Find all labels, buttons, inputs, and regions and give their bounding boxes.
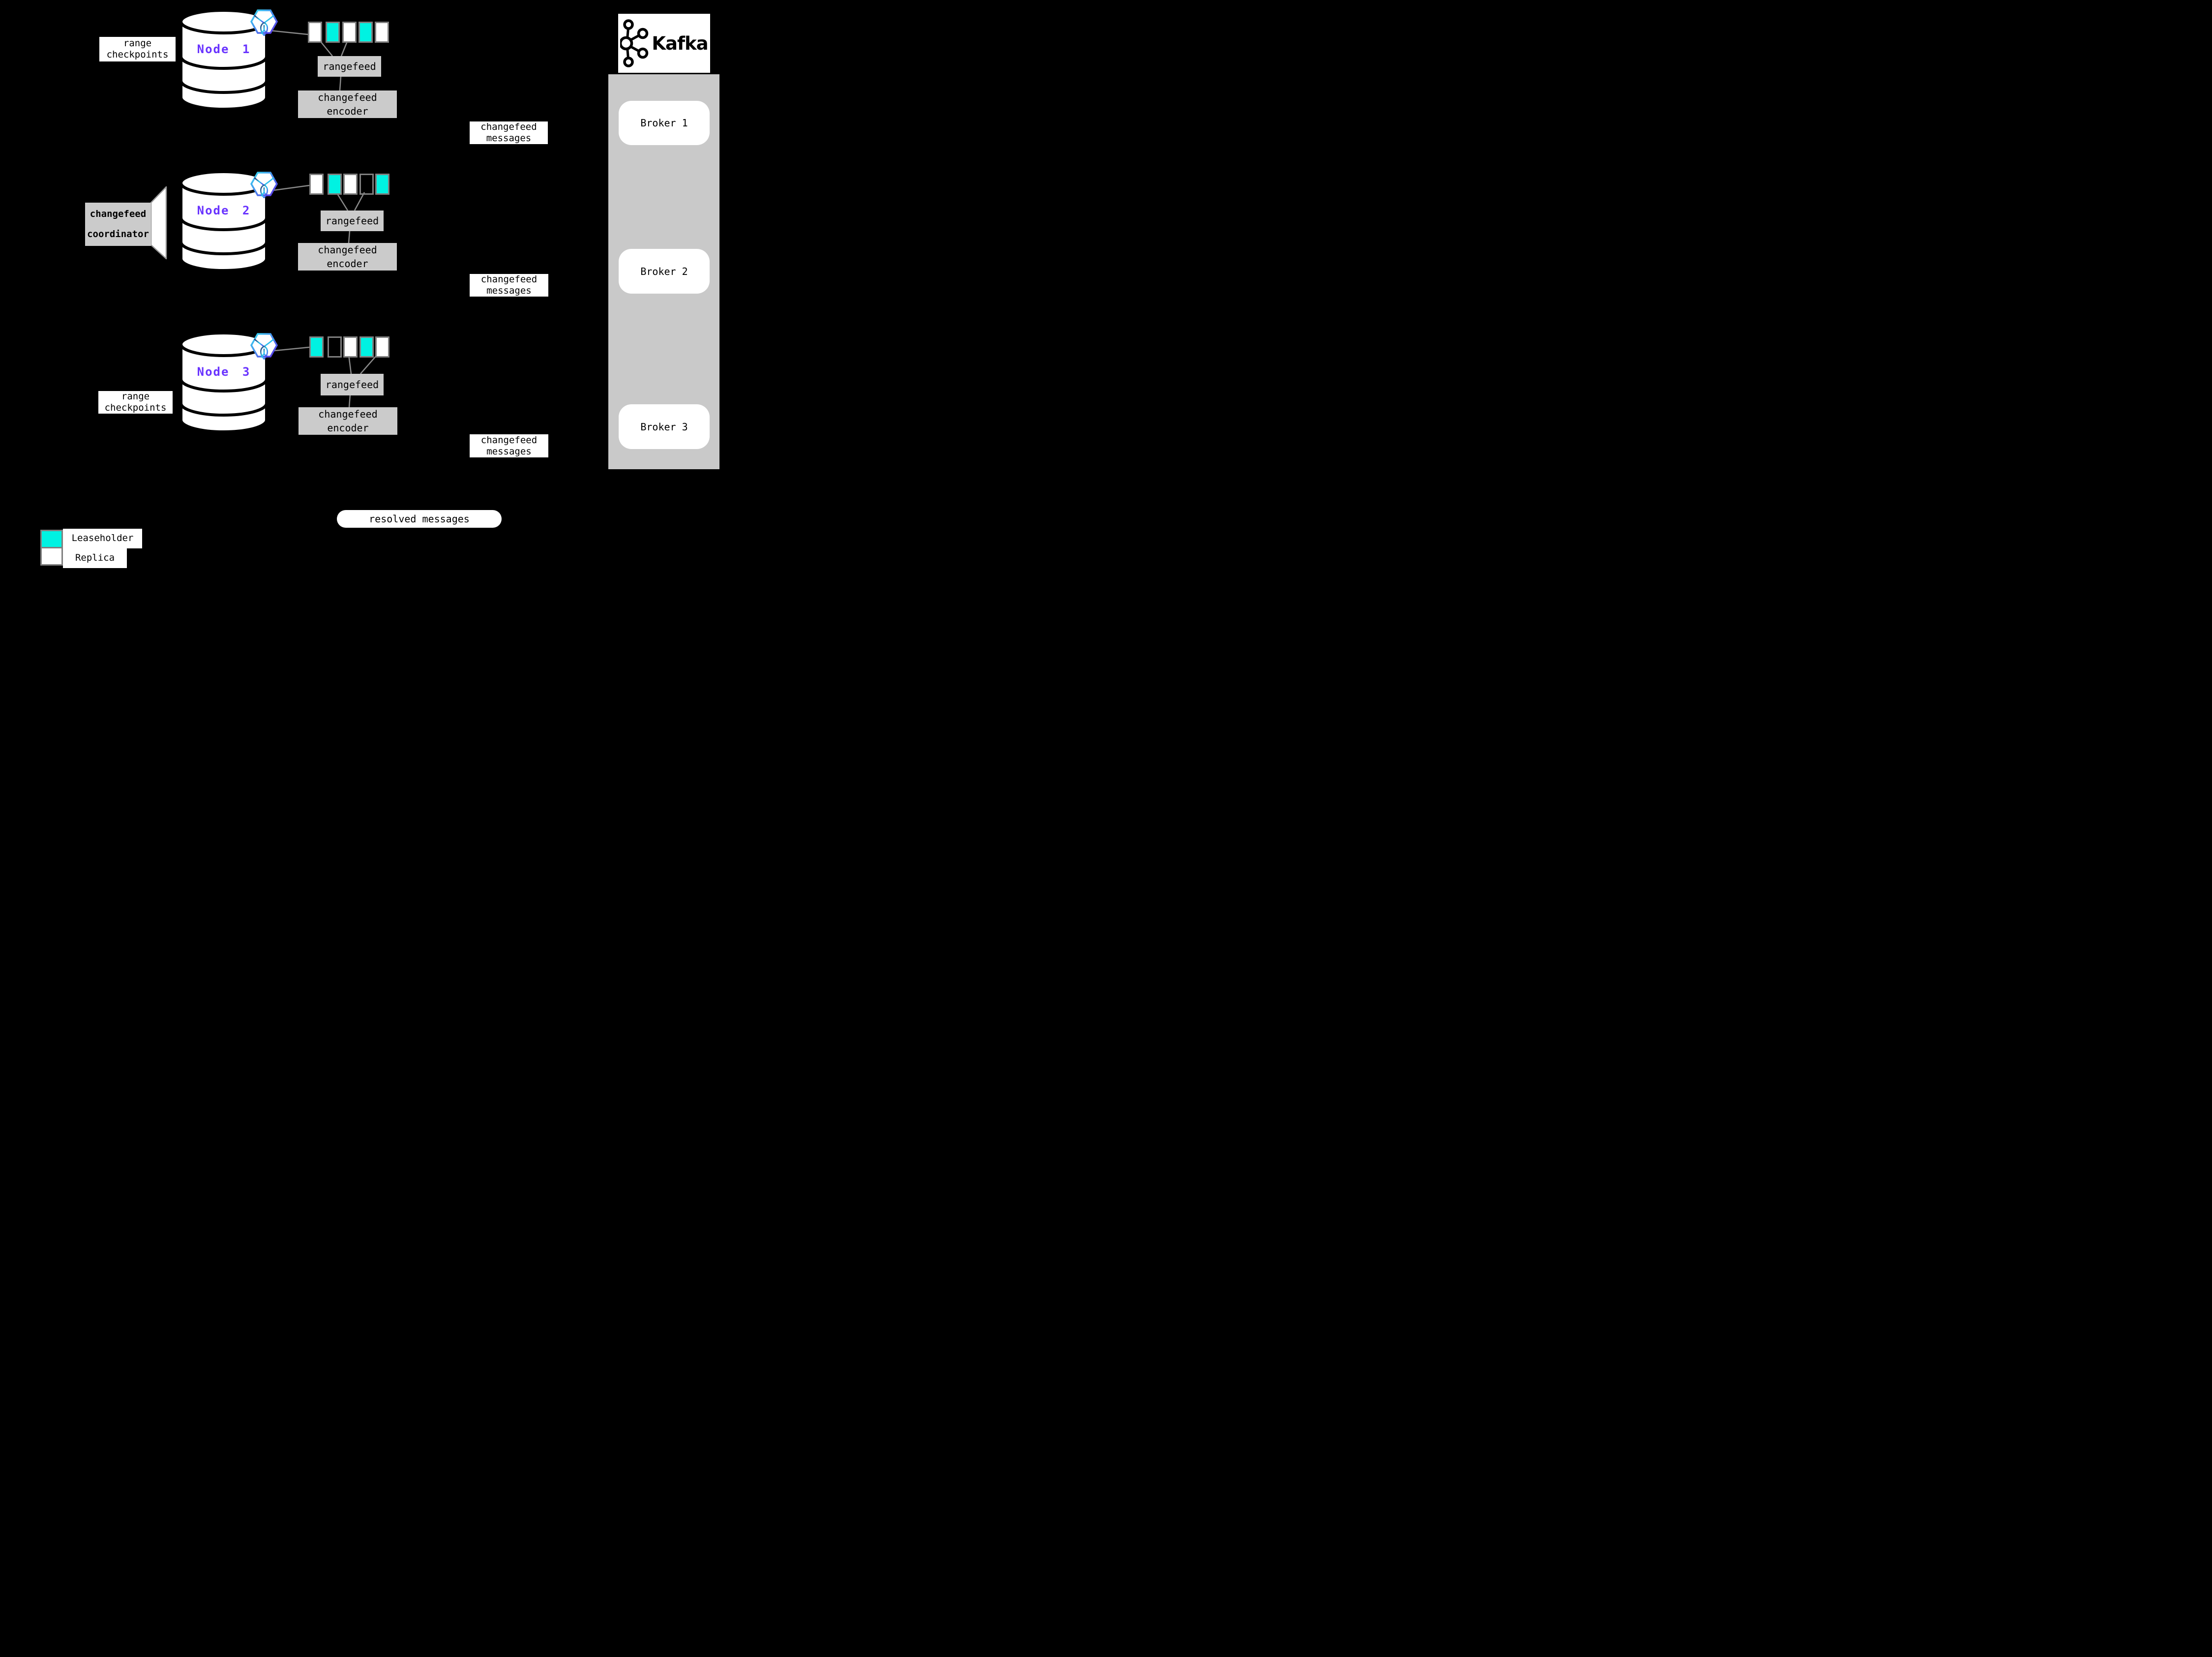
range-rect	[309, 174, 324, 195]
range-rect	[375, 174, 389, 195]
rangefeed-box-node3: rangefeed	[321, 374, 384, 395]
range-checkpoints-label-node1: range checkpoints	[99, 37, 176, 61]
range-rect	[359, 336, 374, 358]
connector-line	[348, 394, 351, 408]
cockroachdb-logo-icon	[250, 9, 278, 36]
kafka-logo-icon	[620, 19, 649, 67]
range-rect	[308, 22, 322, 43]
coordinator-ribbon	[150, 186, 167, 260]
database-cylinder-node1: Node 1	[179, 9, 268, 111]
rangefeed-box-node1: rangefeed	[318, 56, 381, 77]
range-rect	[326, 22, 340, 43]
changefeed-messages-label-3: changefeed messages	[470, 434, 548, 457]
changefeed-messages-text: changefeed messages	[480, 121, 537, 144]
range-checkpoints-label-node3: range checkpoints	[98, 391, 173, 414]
range-checkpoints-text: range checkpoints	[104, 391, 167, 413]
range-rect	[343, 174, 358, 195]
broker-2-box: Broker 2	[619, 249, 710, 294]
resolved-messages-text: resolved messages	[369, 513, 470, 525]
range-rect	[359, 174, 374, 195]
connector-line	[348, 231, 351, 243]
node-label: Node 1	[197, 42, 251, 56]
range-rect	[309, 336, 324, 358]
connector-line	[354, 192, 365, 211]
node-label: Node 2	[197, 204, 251, 217]
connector-line	[335, 192, 349, 211]
cylinder-body	[179, 344, 268, 433]
changefeed-messages-text: changefeed messages	[480, 434, 538, 457]
rangefeed-text: rangefeed	[323, 60, 376, 72]
coordinator-text: changefeed coordinator	[87, 209, 149, 240]
leaseholder-swatch	[40, 530, 63, 548]
database-cylinder-node3: Node 3	[179, 331, 268, 433]
legend-label-leaseholder: Leaseholder	[63, 529, 142, 548]
encoder-text: changefeed encoder	[318, 91, 377, 117]
range-rect	[375, 22, 389, 43]
changefeed-architecture-diagram: range checkpoints Node 1 rangefeed chang…	[0, 0, 771, 577]
kafka-title: Kafka	[652, 32, 708, 54]
range-rect	[342, 22, 357, 43]
changefeed-encoder-box-node2: changefeed encoder	[298, 243, 397, 271]
legend-text: Replica	[75, 552, 115, 564]
broker-1-box: Broker 1	[619, 101, 710, 145]
database-cylinder-node2: Node 2	[179, 170, 268, 272]
rangefeed-box-node2: rangefeed	[321, 211, 384, 231]
broker-label: Broker 1	[640, 117, 688, 129]
rangefeed-text: rangefeed	[325, 215, 379, 227]
node-label: Node 3	[197, 365, 251, 379]
range-rect	[359, 22, 373, 43]
legend-label-replica: Replica	[63, 548, 127, 568]
legend-text: Leaseholder	[71, 533, 134, 544]
encoder-text: changefeed encoder	[318, 244, 377, 270]
range-rect	[328, 174, 342, 195]
range-rect	[375, 336, 389, 358]
replica-swatch	[40, 547, 63, 566]
changefeed-coordinator-box: changefeed coordinator	[85, 203, 151, 246]
range-rect	[343, 336, 358, 358]
changefeed-messages-label-2: changefeed messages	[470, 274, 548, 297]
changefeed-messages-text: changefeed messages	[480, 274, 538, 296]
cylinder-body	[179, 22, 268, 111]
changefeed-encoder-box-node1: changefeed encoder	[298, 90, 397, 118]
range-checkpoints-text: range checkpoints	[106, 37, 169, 60]
broker-label: Broker 3	[640, 421, 688, 433]
kafka-logo-box: Kafka	[618, 14, 710, 73]
cylinder-body	[179, 183, 268, 272]
encoder-text: changefeed encoder	[318, 408, 378, 434]
rangefeed-text: rangefeed	[325, 379, 379, 391]
changefeed-encoder-box-node3: changefeed encoder	[299, 407, 397, 435]
resolved-messages-label: resolved messages	[337, 510, 502, 528]
broker-label: Broker 2	[640, 265, 688, 277]
broker-3-box: Broker 3	[619, 404, 710, 449]
cockroachdb-logo-icon	[250, 172, 278, 198]
range-rect	[328, 336, 342, 358]
changefeed-messages-label-1: changefeed messages	[470, 121, 548, 144]
cockroachdb-logo-icon	[250, 333, 278, 360]
connector-line	[339, 76, 342, 91]
